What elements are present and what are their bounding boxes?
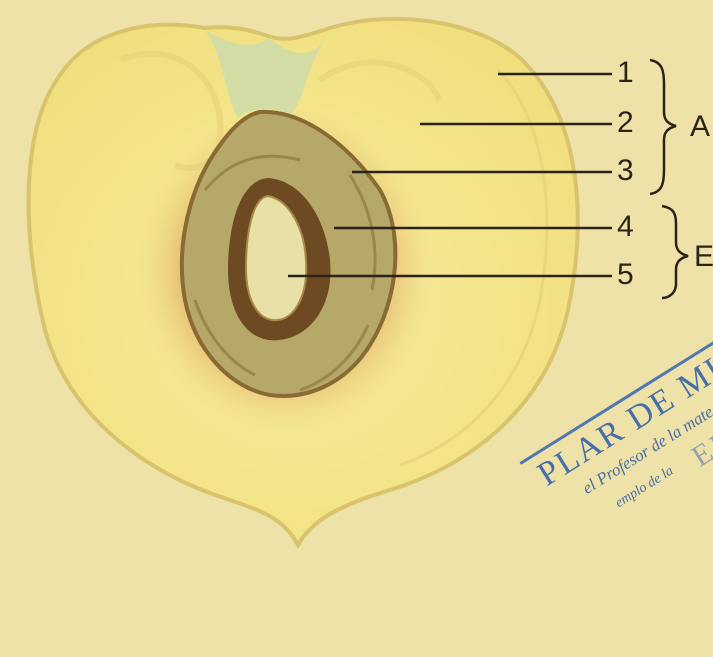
label-3: 3 — [617, 156, 634, 186]
label-1: 1 — [617, 58, 634, 88]
group-label-b: E — [694, 242, 713, 272]
brace-group-b — [662, 206, 688, 298]
label-4: 4 — [617, 212, 634, 242]
group-label-a: A — [690, 112, 710, 142]
brace-group-a — [650, 60, 676, 194]
label-2: 2 — [617, 108, 634, 138]
label-5: 5 — [617, 260, 634, 290]
